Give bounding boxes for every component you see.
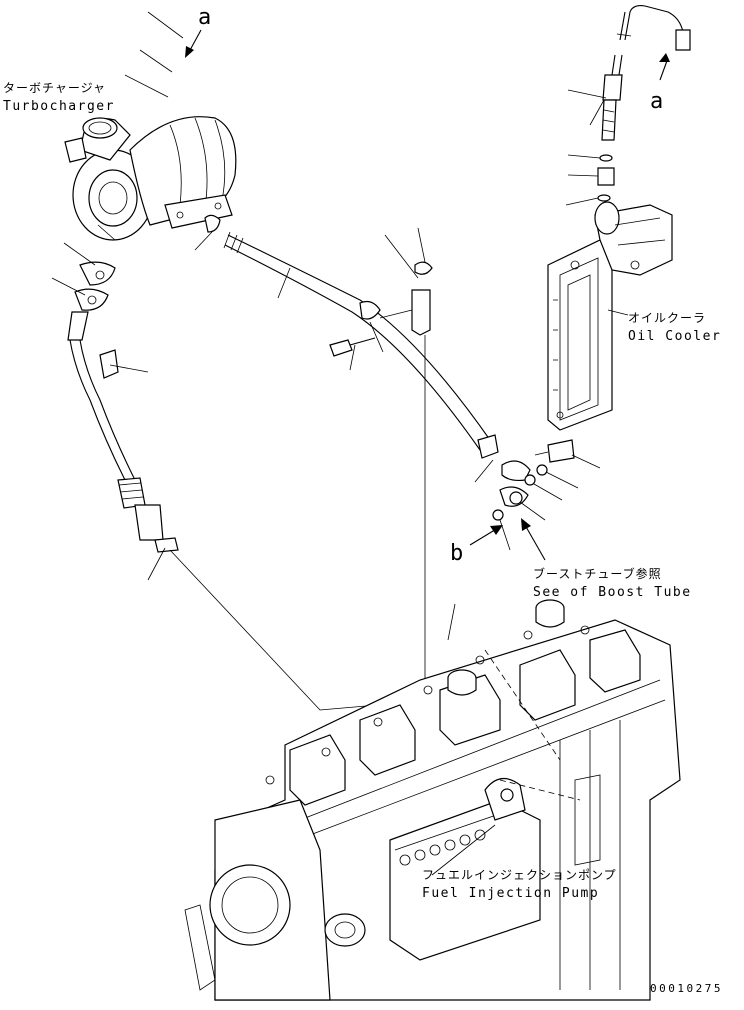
oil-feed-line xyxy=(67,261,436,711)
turbocharger-label-jp: ターボチャージャ xyxy=(3,81,106,95)
turbocharger-label-en: Turbocharger xyxy=(3,99,115,114)
drawing-code: 00010275 xyxy=(650,982,723,995)
oil-cooler-label-jp: オイルクーラ xyxy=(628,311,706,325)
callout-a-right: a xyxy=(650,89,663,114)
fuel-pump-label-en: Fuel Injection Pump xyxy=(422,886,599,901)
tube-bracket xyxy=(329,261,433,690)
oil-cooler-fittings xyxy=(597,154,615,202)
boost-tube-label-en: See of Boost Tube xyxy=(533,585,692,600)
oil-cooler xyxy=(547,201,673,431)
oil-cooler-label-en: Oil Cooler xyxy=(628,329,721,344)
boost-tube-label-jp: ブーストチューブ参照 xyxy=(533,566,662,581)
engine-block xyxy=(184,599,681,1001)
turbocharger xyxy=(64,116,237,241)
fuel-pump-label-jp: フュエルインジェクションポンプ xyxy=(422,868,617,882)
boost-fittings xyxy=(492,439,575,521)
drain-tube xyxy=(223,231,499,459)
leader-lines xyxy=(51,11,670,876)
callout-b: b xyxy=(450,541,463,566)
oil-inlet-hose xyxy=(601,5,691,141)
callout-a-left: a xyxy=(198,5,211,30)
